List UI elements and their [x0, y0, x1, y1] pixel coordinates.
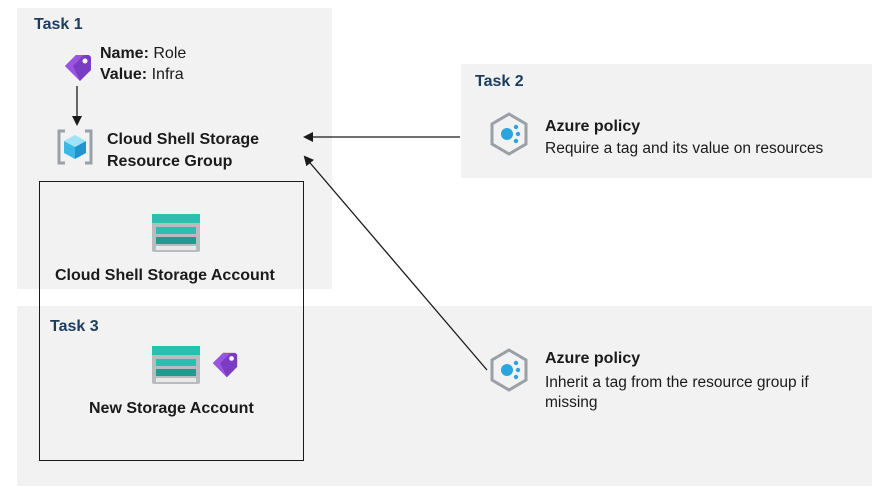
task2-policy-desc: Require a tag and its value on resources — [545, 140, 824, 157]
task3-policy-desc-line2: missing — [545, 394, 598, 411]
new-storage-account-label: New Storage Account — [89, 400, 254, 417]
resource-group-title-line2: Resource Group — [107, 153, 233, 170]
task2-panel — [461, 64, 872, 178]
tag-value-key: Value: — [100, 66, 148, 83]
task3-label: Task 3 — [50, 318, 99, 335]
tag-value-value: Infra — [151, 66, 184, 83]
task2-policy-title: Azure policy — [545, 118, 641, 135]
azure-policy-icon — [490, 112, 528, 156]
resource-group-title-line1: Cloud Shell Storage — [107, 131, 260, 148]
storage-account-icon — [152, 346, 200, 384]
tag-name-key: Name: — [100, 45, 149, 62]
task1-label: Task 1 — [34, 16, 83, 33]
storage-accounts-box — [39, 181, 304, 461]
task2-label: Task 2 — [475, 73, 524, 90]
task3-policy-title: Azure policy — [545, 350, 641, 367]
azure-policy-icon — [490, 348, 528, 392]
task3-policy-desc-line1: Inherit a tag from the resource group if — [545, 374, 809, 391]
cloud-shell-storage-account-label: Cloud Shell Storage Account — [55, 267, 275, 284]
resource-group-title: Cloud Shell Storage Resource Group — [107, 129, 259, 173]
tag-value-row: Value: Infra — [100, 64, 184, 85]
tag-icon — [212, 352, 238, 378]
tag-name-row: Name: Role — [100, 43, 186, 64]
task3-panel — [17, 306, 872, 486]
resource-group-icon — [57, 129, 93, 165]
tag-icon — [65, 55, 91, 81]
storage-account-icon — [152, 214, 200, 252]
task3-policy-arrow — [303, 155, 488, 371]
task3-policy-desc: Inherit a tag from the resource group if… — [545, 373, 809, 413]
tag-name-value: Role — [153, 45, 187, 62]
